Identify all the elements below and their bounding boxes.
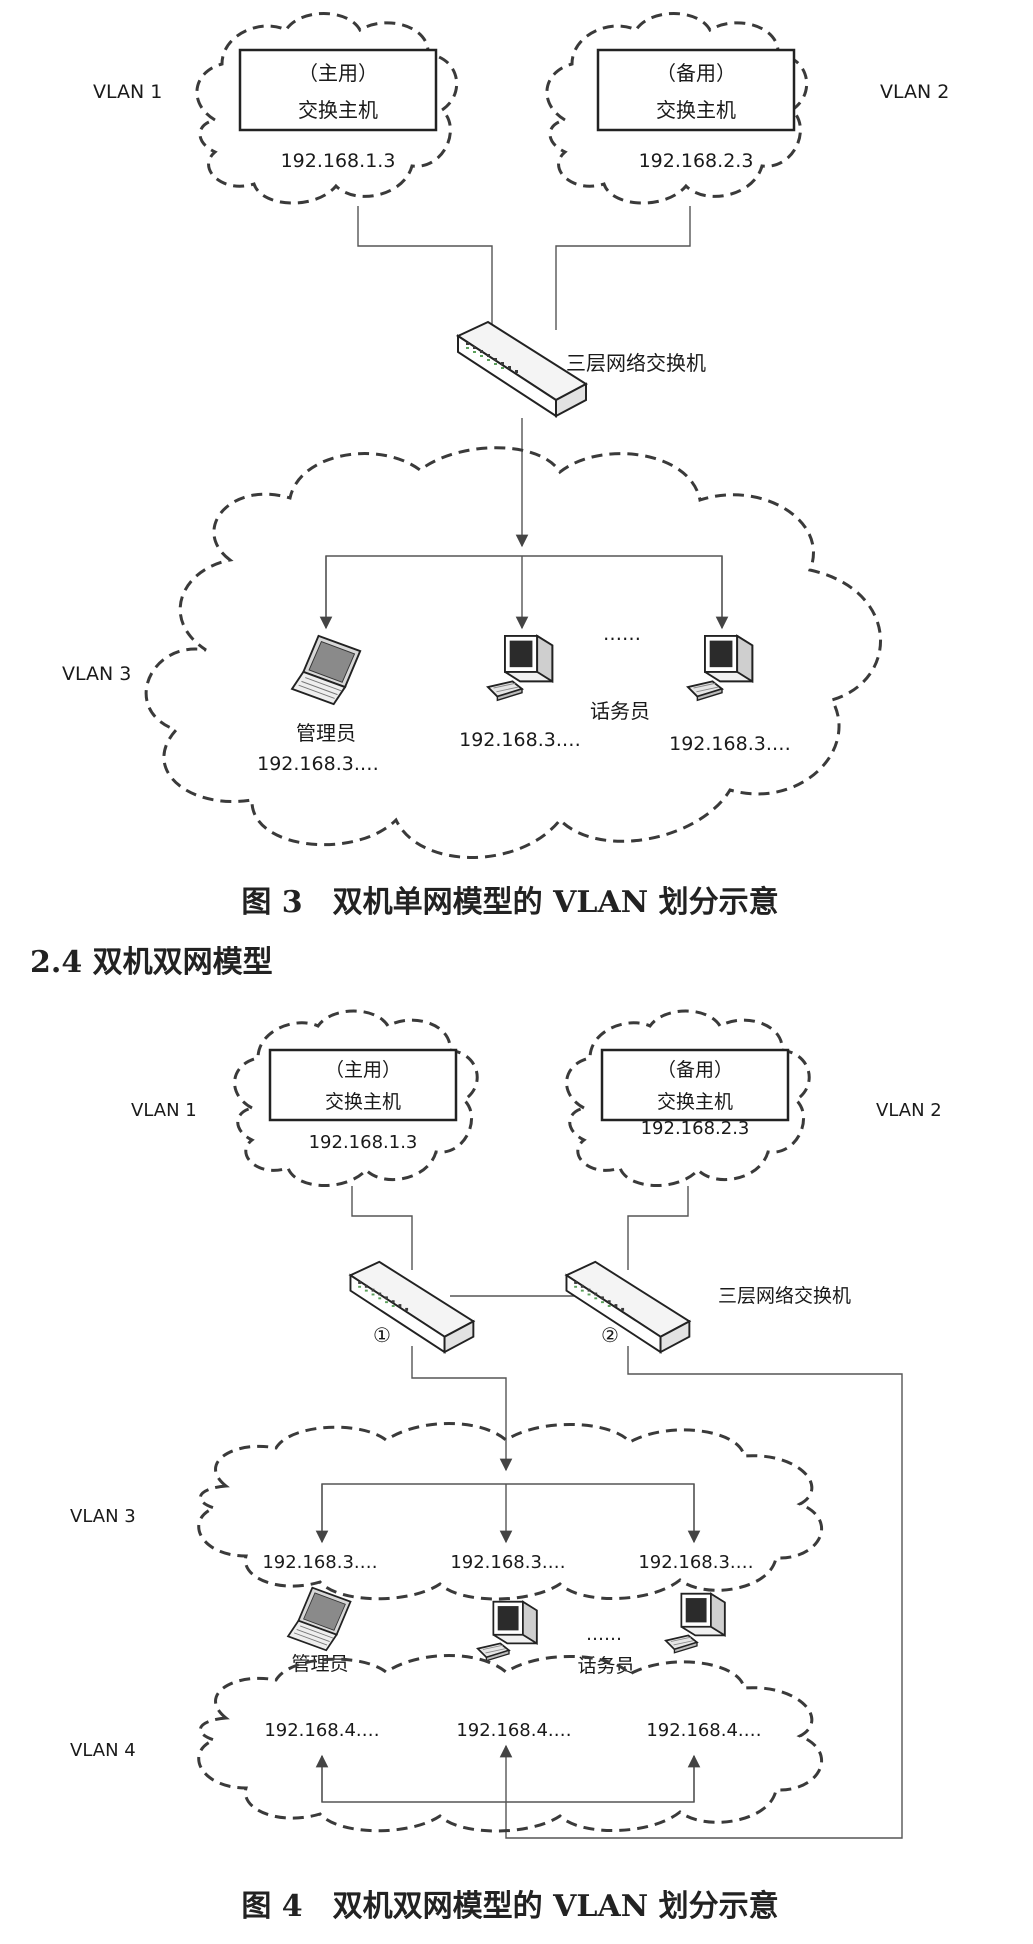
f4-ellipsis-label: …… (586, 1624, 622, 1645)
f4-vlan1-label: VLAN 1 (131, 1100, 197, 1121)
primary-host-label: 交换主机 (298, 98, 378, 122)
ellipsis-label: …… (603, 623, 641, 645)
f4-vlan3-bus (321, 1483, 695, 1540)
f4-vlan3-cloud (197, 1422, 823, 1601)
vlan3-ip-3: 192.168.3.… (638, 1552, 753, 1573)
admin-ip: 192.168.3.… (257, 753, 379, 775)
switch1-marker: ① (373, 1323, 391, 1347)
f4-primary-host-box (268, 1048, 458, 1122)
f4-vlan3-label: VLAN 3 (70, 1506, 136, 1527)
f4-admin-laptop-icon (287, 1586, 352, 1652)
f4-vlan4-label: VLAN 4 (70, 1740, 136, 1761)
primary-role-label: （主用） (298, 61, 378, 85)
figure4-caption: 图 4 双机双网模型的 VLAN 划分示意 (241, 1889, 778, 1924)
switch-label: 三层网络交换机 (566, 351, 706, 375)
operator1-pc-icon (486, 634, 554, 702)
f4-vlan2-label: VLAN 2 (876, 1100, 942, 1121)
vlan3-ip-2: 192.168.3.… (450, 1552, 565, 1573)
vlan4-ip-1: 192.168.4.… (264, 1720, 379, 1741)
vlan1-cloud (195, 12, 459, 205)
operator2-ip: 192.168.3.… (669, 733, 791, 755)
switch1-icon (349, 1260, 475, 1354)
switch2-downlink (499, 1346, 903, 1839)
vlan3-bus (325, 555, 723, 626)
f4-backup-uplink (627, 1186, 689, 1270)
f4-operator-label: 话务员 (577, 1655, 634, 1677)
operator1-ip: 192.168.3.… (459, 729, 581, 751)
backup-host-label: 交换主机 (656, 98, 736, 122)
vlan4-ip-3: 192.168.4.… (646, 1720, 761, 1741)
switch1-downlink (411, 1346, 513, 1472)
backup-role-label: （备用） (656, 61, 736, 85)
f4-vlan2-cloud (565, 1009, 811, 1187)
figure-3: （主用） 交换主机 192.168.1.3 （备用） 交换主机 192.168.… (62, 12, 949, 920)
f4-operator1-pc-icon (476, 1600, 538, 1662)
f4-backup-host-box (600, 1048, 790, 1122)
vlan1-label: VLAN 1 (93, 81, 162, 103)
primary-host-ip: 192.168.1.3 (281, 150, 396, 172)
figure3-caption: 图 3 双机单网模型的 VLAN 划分示意 (241, 885, 778, 920)
figure-4: （主用） 交换主机 192.168.1.3 （备用） 交换主机 192.168.… (70, 1009, 942, 1924)
f4-backup-role-label: （备用） (657, 1059, 733, 1081)
backup-uplink (555, 206, 691, 330)
admin-laptop-icon (291, 634, 362, 706)
switch2-marker: ② (601, 1323, 619, 1347)
vlan4-ip-2: 192.168.4.… (456, 1720, 571, 1741)
f4-vlan4-bus (321, 1756, 695, 1803)
backup-host-box (596, 48, 796, 132)
vlan3-cloud (144, 446, 882, 859)
section-heading: 2.4 双机双网模型 (30, 945, 273, 980)
operator2-pc-icon (686, 634, 754, 702)
primary-uplink (357, 206, 493, 330)
f4-backup-host-label: 交换主机 (657, 1091, 733, 1113)
f4-primary-host-ip: 192.168.1.3 (309, 1132, 418, 1153)
f4-primary-role-label: （主用） (325, 1059, 401, 1081)
admin-label: 管理员 (296, 721, 356, 745)
vlan3-ip-1: 192.168.3.… (262, 1552, 377, 1573)
primary-host-box (238, 48, 438, 132)
f4-switch-label: 三层网络交换机 (718, 1285, 851, 1307)
operator-label: 话务员 (590, 699, 650, 723)
f4-operator2-pc-icon (664, 1592, 726, 1654)
f4-vlan1-cloud (233, 1009, 479, 1187)
f4-backup-host-ip: 192.168.2.3 (641, 1118, 750, 1139)
vlan2-label: VLAN 2 (880, 81, 949, 103)
f4-primary-host-label: 交换主机 (325, 1091, 401, 1113)
backup-host-ip: 192.168.2.3 (639, 150, 754, 172)
f4-admin-label: 管理员 (291, 1653, 348, 1675)
f4-primary-uplink (351, 1186, 413, 1270)
vlan3-label: VLAN 3 (62, 663, 131, 685)
f4-vlan4-cloud (197, 1654, 823, 1833)
switch2-icon (565, 1260, 691, 1354)
